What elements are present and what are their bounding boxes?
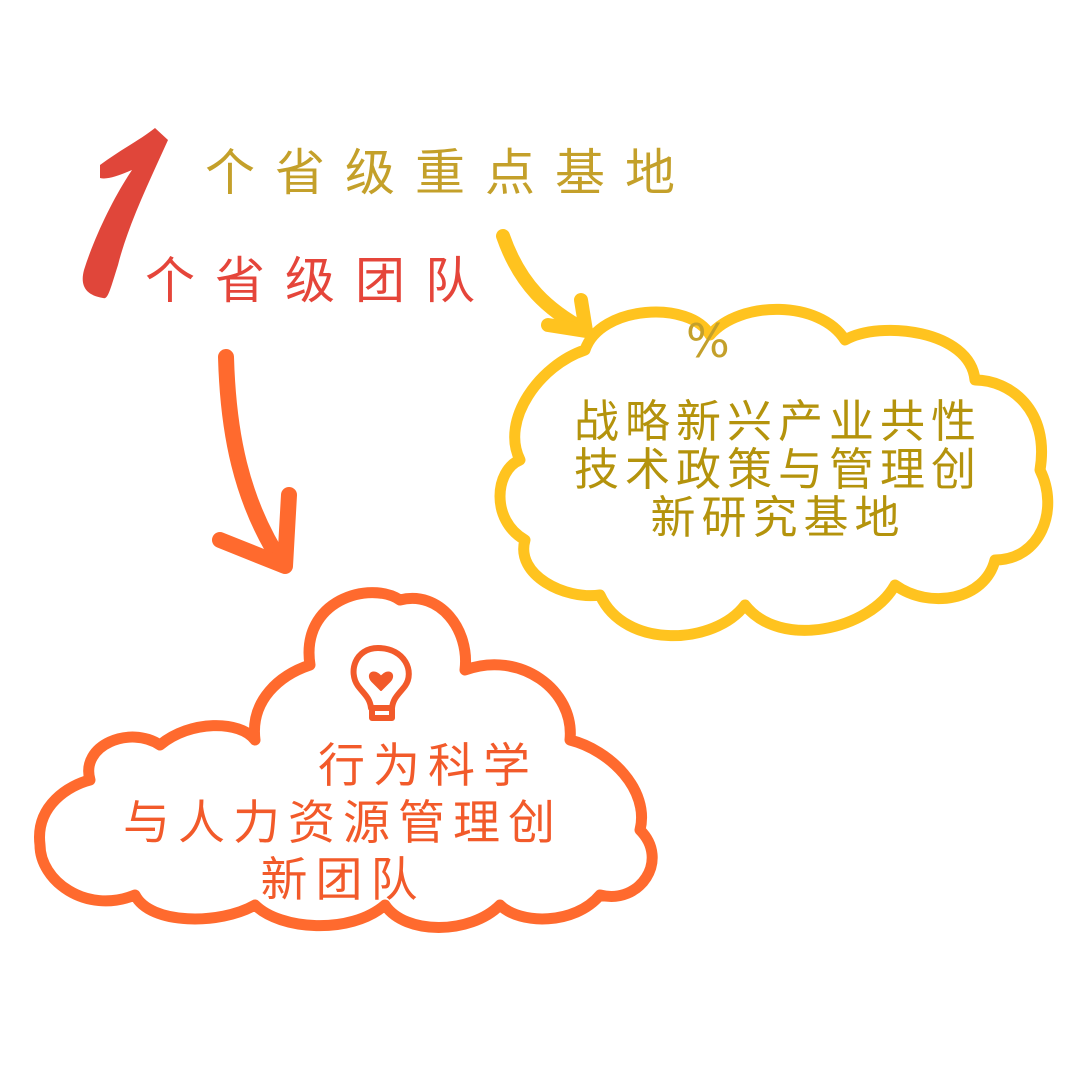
- orange-cloud-text: 行为科学 与人力资源管理创 新团队: [78, 738, 608, 909]
- headline-line-2: 个省级团队: [145, 252, 495, 310]
- yellow-arrow: [496, 229, 593, 338]
- numeral-one: [82, 128, 168, 299]
- lightbulb-heart-icon: [350, 645, 412, 721]
- orange-cloud-line-2: 与人力资源管理创: [123, 796, 563, 851]
- yellow-cloud-text: 战略新兴产业共性 技术政策与管理创 新研究基地: [508, 398, 1048, 542]
- yellow-cloud-line-1: 战略新兴产业共性: [573, 395, 982, 448]
- orange-cloud-line-3: 新团队: [260, 853, 426, 908]
- orange-cloud: [34, 587, 658, 933]
- yellow-cloud-line-2: 技术政策与管理创: [573, 443, 982, 496]
- percent-symbol: %: [686, 314, 730, 368]
- orange-cloud-line-1: 行为科学: [318, 739, 538, 794]
- yellow-cloud-line-3: 新研究基地: [650, 491, 906, 544]
- headline-line-1: 个省级重点基地: [205, 144, 695, 202]
- orange-arrow: [212, 349, 297, 574]
- yellow-cloud: [494, 303, 1054, 642]
